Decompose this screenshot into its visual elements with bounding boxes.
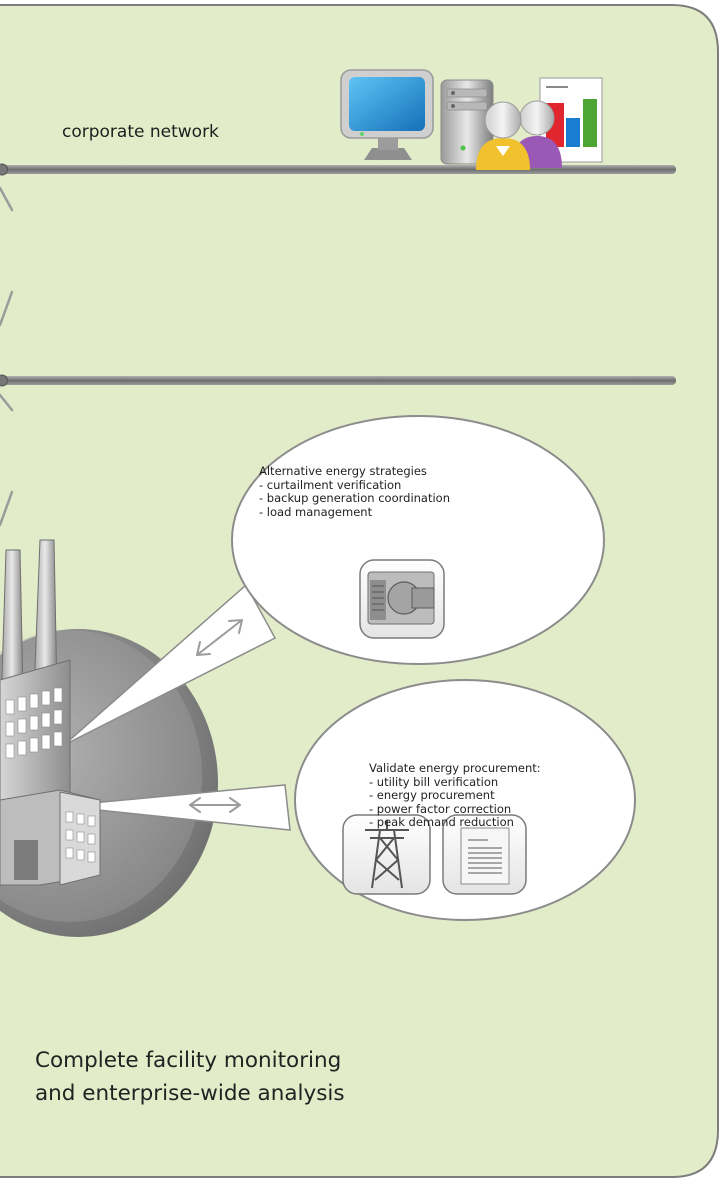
bidirectional-arrow-2 — [189, 797, 241, 813]
bubble-1-text: Alternative energy strategies - curtailm… — [259, 464, 451, 519]
bubble-2-title: Validate energy procurement: — [369, 761, 541, 775]
bubble-2-text: Validate energy procurement: - utility b… — [369, 761, 541, 830]
bubble-2-item: - energy procurement — [369, 788, 495, 802]
bill-document-icon — [442, 814, 527, 895]
users-icon — [476, 100, 562, 170]
monitor-icon — [340, 69, 434, 160]
caption-line-2: and enterprise-wide analysis — [35, 1081, 345, 1106]
corporate-network-label: corporate network — [62, 122, 219, 142]
server-icon — [440, 79, 494, 165]
bubble-2-item: - utility bill verification — [369, 774, 499, 789]
caption-line-1: Complete facility monitoring — [35, 1048, 342, 1073]
bubble-2-item: - power factor correction — [369, 801, 512, 816]
bubble-2-item: - peak demand reduction — [369, 815, 514, 829]
bubble-1-pointer — [63, 583, 277, 746]
bidirectional-arrow-1 — [196, 619, 243, 656]
generator-icon — [359, 559, 445, 639]
caption: Complete facility monitoring and enterpr… — [35, 1044, 345, 1110]
power-tower-icon — [342, 814, 431, 895]
bubble-2-pointer — [59, 784, 291, 831]
bubble-1 — [231, 415, 605, 665]
bubble-1-title: Alternative energy strategies — [259, 464, 427, 478]
edge-arrow-marks — [0, 186, 14, 527]
corporate-network-bus — [0, 163, 676, 176]
bubble-1-item: - curtailment verification — [259, 477, 402, 492]
bubble-1-item: - backup generation coordination — [259, 491, 451, 505]
factory-icon — [0, 539, 101, 886]
bubble-1-item: - load management — [259, 504, 373, 519]
facility-network-bus — [0, 374, 676, 387]
